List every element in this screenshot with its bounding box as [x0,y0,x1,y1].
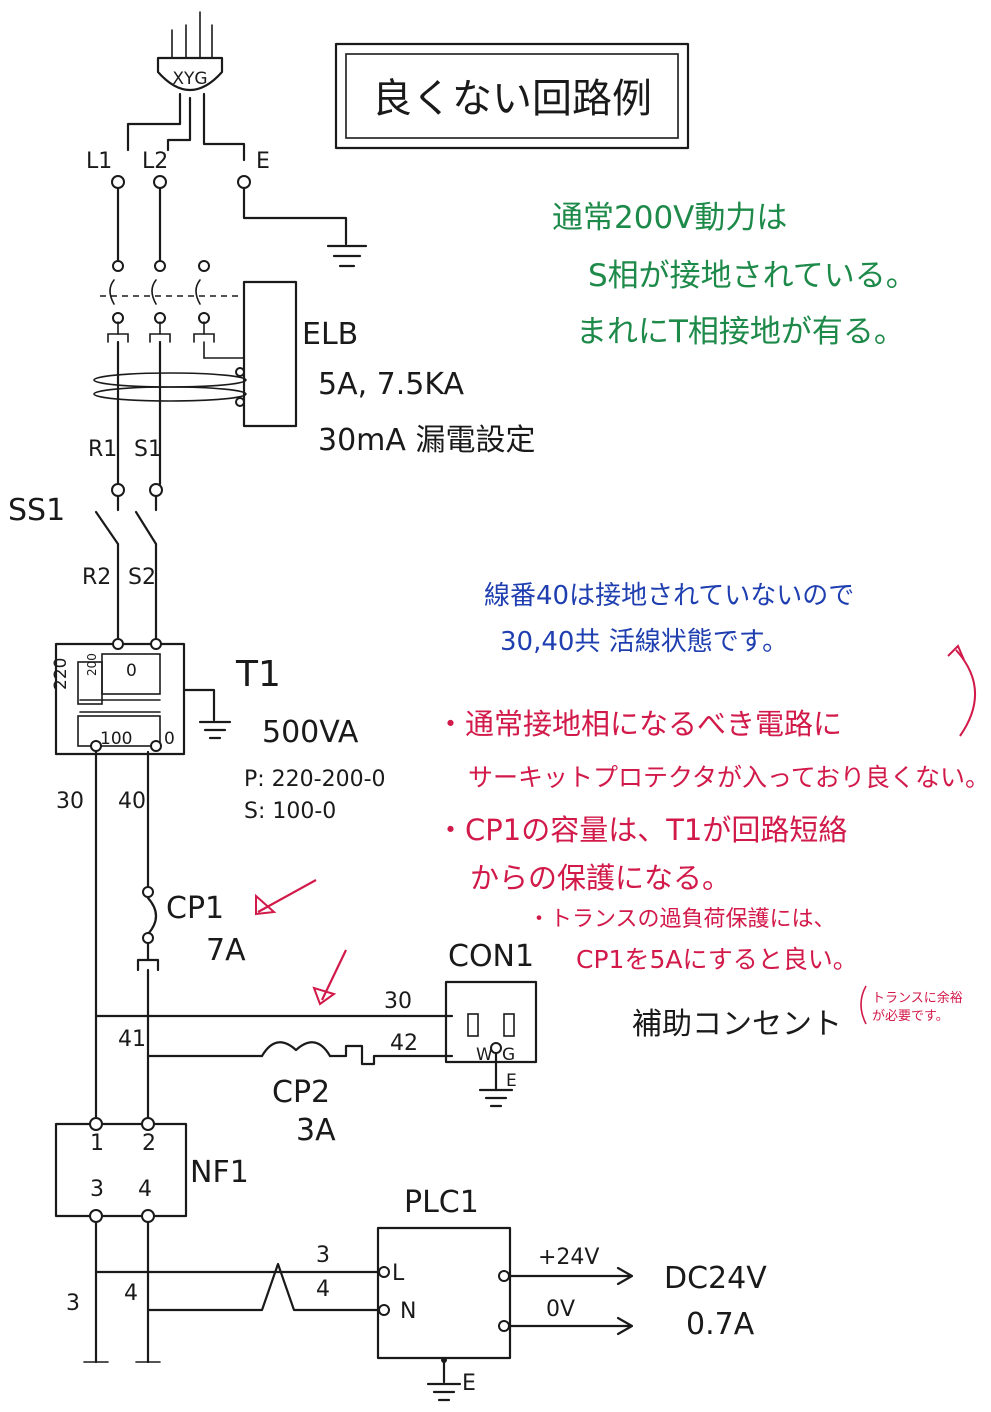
terminal-e [237,175,251,189]
tap-200: 200 [85,653,99,676]
plc1-dc: DC24V [664,1261,767,1296]
nf1-name: NF1 [190,1155,249,1190]
wire-label-4: 4 [124,1281,138,1306]
t1-name: T1 [235,654,281,695]
note-red-7: トランスに余裕 [872,990,963,1006]
nf1-terminal-2: 2 [142,1131,156,1156]
note-red-2: サーキットプロテクタが入っており良くない。 [468,763,990,792]
wire-label-4b: 4 [316,1277,330,1302]
con1-w: W [476,1045,493,1065]
wire-label-30: 30 [56,789,84,814]
ss1-name: SS1 [8,493,65,528]
note-red-4: からの保護になる。 [470,861,731,895]
plc1-terminal-n: N [400,1299,416,1324]
con1-name: CON1 [448,939,534,974]
plc1-amp: 0.7A [686,1307,755,1342]
note-red-3: ・CP1の容量は、T1が回路短絡 [436,813,847,847]
wire-label-3: 3 [66,1291,80,1316]
elb-leak: 30mA 漏電設定 [318,423,535,458]
wire-label-3b: 3 [316,1243,330,1268]
note-red-1: ・通常接地相になるべき電路に [436,707,842,741]
con1-desc: 補助コンセント [632,1007,842,1042]
note-red-6: CP1を5Aにすると良い。 [576,945,858,974]
terminal-l1 [111,175,125,189]
cp1-name: CP1 [166,891,224,926]
plc1-terminal-e: E [462,1371,476,1396]
wire-label-40: 40 [118,789,146,814]
outlet-con1 [444,980,538,1108]
tap-0a: 0 [126,661,137,681]
title-box: 良くない回路例 [334,42,690,150]
cp2-rating: 3A [296,1113,336,1148]
note-red-8: が必要です。 [872,1009,949,1024]
note-green-2: S相が接地されている。 [588,258,917,294]
ground-icon [198,720,232,740]
t1-va: 500VA [262,715,359,750]
wire-label-s2: S2 [128,565,156,590]
tap-100: 100 [100,729,132,749]
plc1-terminal-l: L [392,1261,405,1286]
red-arrow-icon [255,879,317,916]
plc1-name: PLC1 [404,1185,479,1220]
con1-g: G [502,1045,515,1065]
transformer-t1: 220 200 0 100 0 [51,638,216,756]
nf1-terminal-1: 1 [90,1131,104,1156]
noise-filter-nf1 [54,1117,188,1223]
tap-0b: 0 [164,729,175,749]
wire-label-42: 42 [390,1031,418,1056]
cp1-rating: 7A [206,933,246,968]
wire-label-l2: L2 [142,149,168,174]
wire-label-41: 41 [118,1027,146,1052]
plc1-power-unit [376,1226,634,1402]
title: 良くない回路例 [372,76,652,122]
plc1-plus24v: +24V [538,1245,599,1270]
note-green-1: 通常200V動力は [552,200,787,236]
cp2-name: CP2 [272,1075,330,1110]
nf1-terminal-4: 4 [138,1177,152,1202]
elb-breaker [93,260,298,450]
wire-label-30b: 30 [384,989,412,1014]
nf1-terminal-3: 3 [90,1177,104,1202]
plug-pins: XYG [172,69,207,89]
ground-icon [326,244,368,268]
wire-label-e: E [256,149,270,174]
elb-rating: 5A, 7.5KA [318,367,465,402]
terminal-l2 [153,175,167,189]
red-arrow-icon [312,949,347,1006]
ss1-switch [94,494,158,572]
wire-label-l1: L1 [86,149,112,174]
terminal-s1 [149,483,163,497]
elb-name: ELB [302,317,358,352]
circuit-protector-cp2 [260,1041,454,1066]
note-green-3: まれにT相接地が有る。 [576,314,905,350]
plug-icon: XYG [156,11,224,92]
circuit-protector-cp1 [136,886,160,972]
note-blue-2: 30,40共 活線状態です。 [500,627,788,657]
t1-secondary: S: 100-0 [244,799,336,824]
wire-label-s1: S1 [134,437,162,462]
wire-label-r2: R2 [82,565,111,590]
con1-e: E [506,1071,517,1091]
plc1-0v: 0V [546,1297,575,1322]
tap-220: 220 [51,658,71,690]
terminal-r1 [111,483,125,497]
note-red-5: ・トランスの過負荷保護には、 [528,907,836,932]
t1-primary: P: 220-200-0 [244,767,386,792]
wire-label-r1: R1 [88,437,117,462]
note-blue-1: 線番40は接地されていないので [484,581,854,611]
